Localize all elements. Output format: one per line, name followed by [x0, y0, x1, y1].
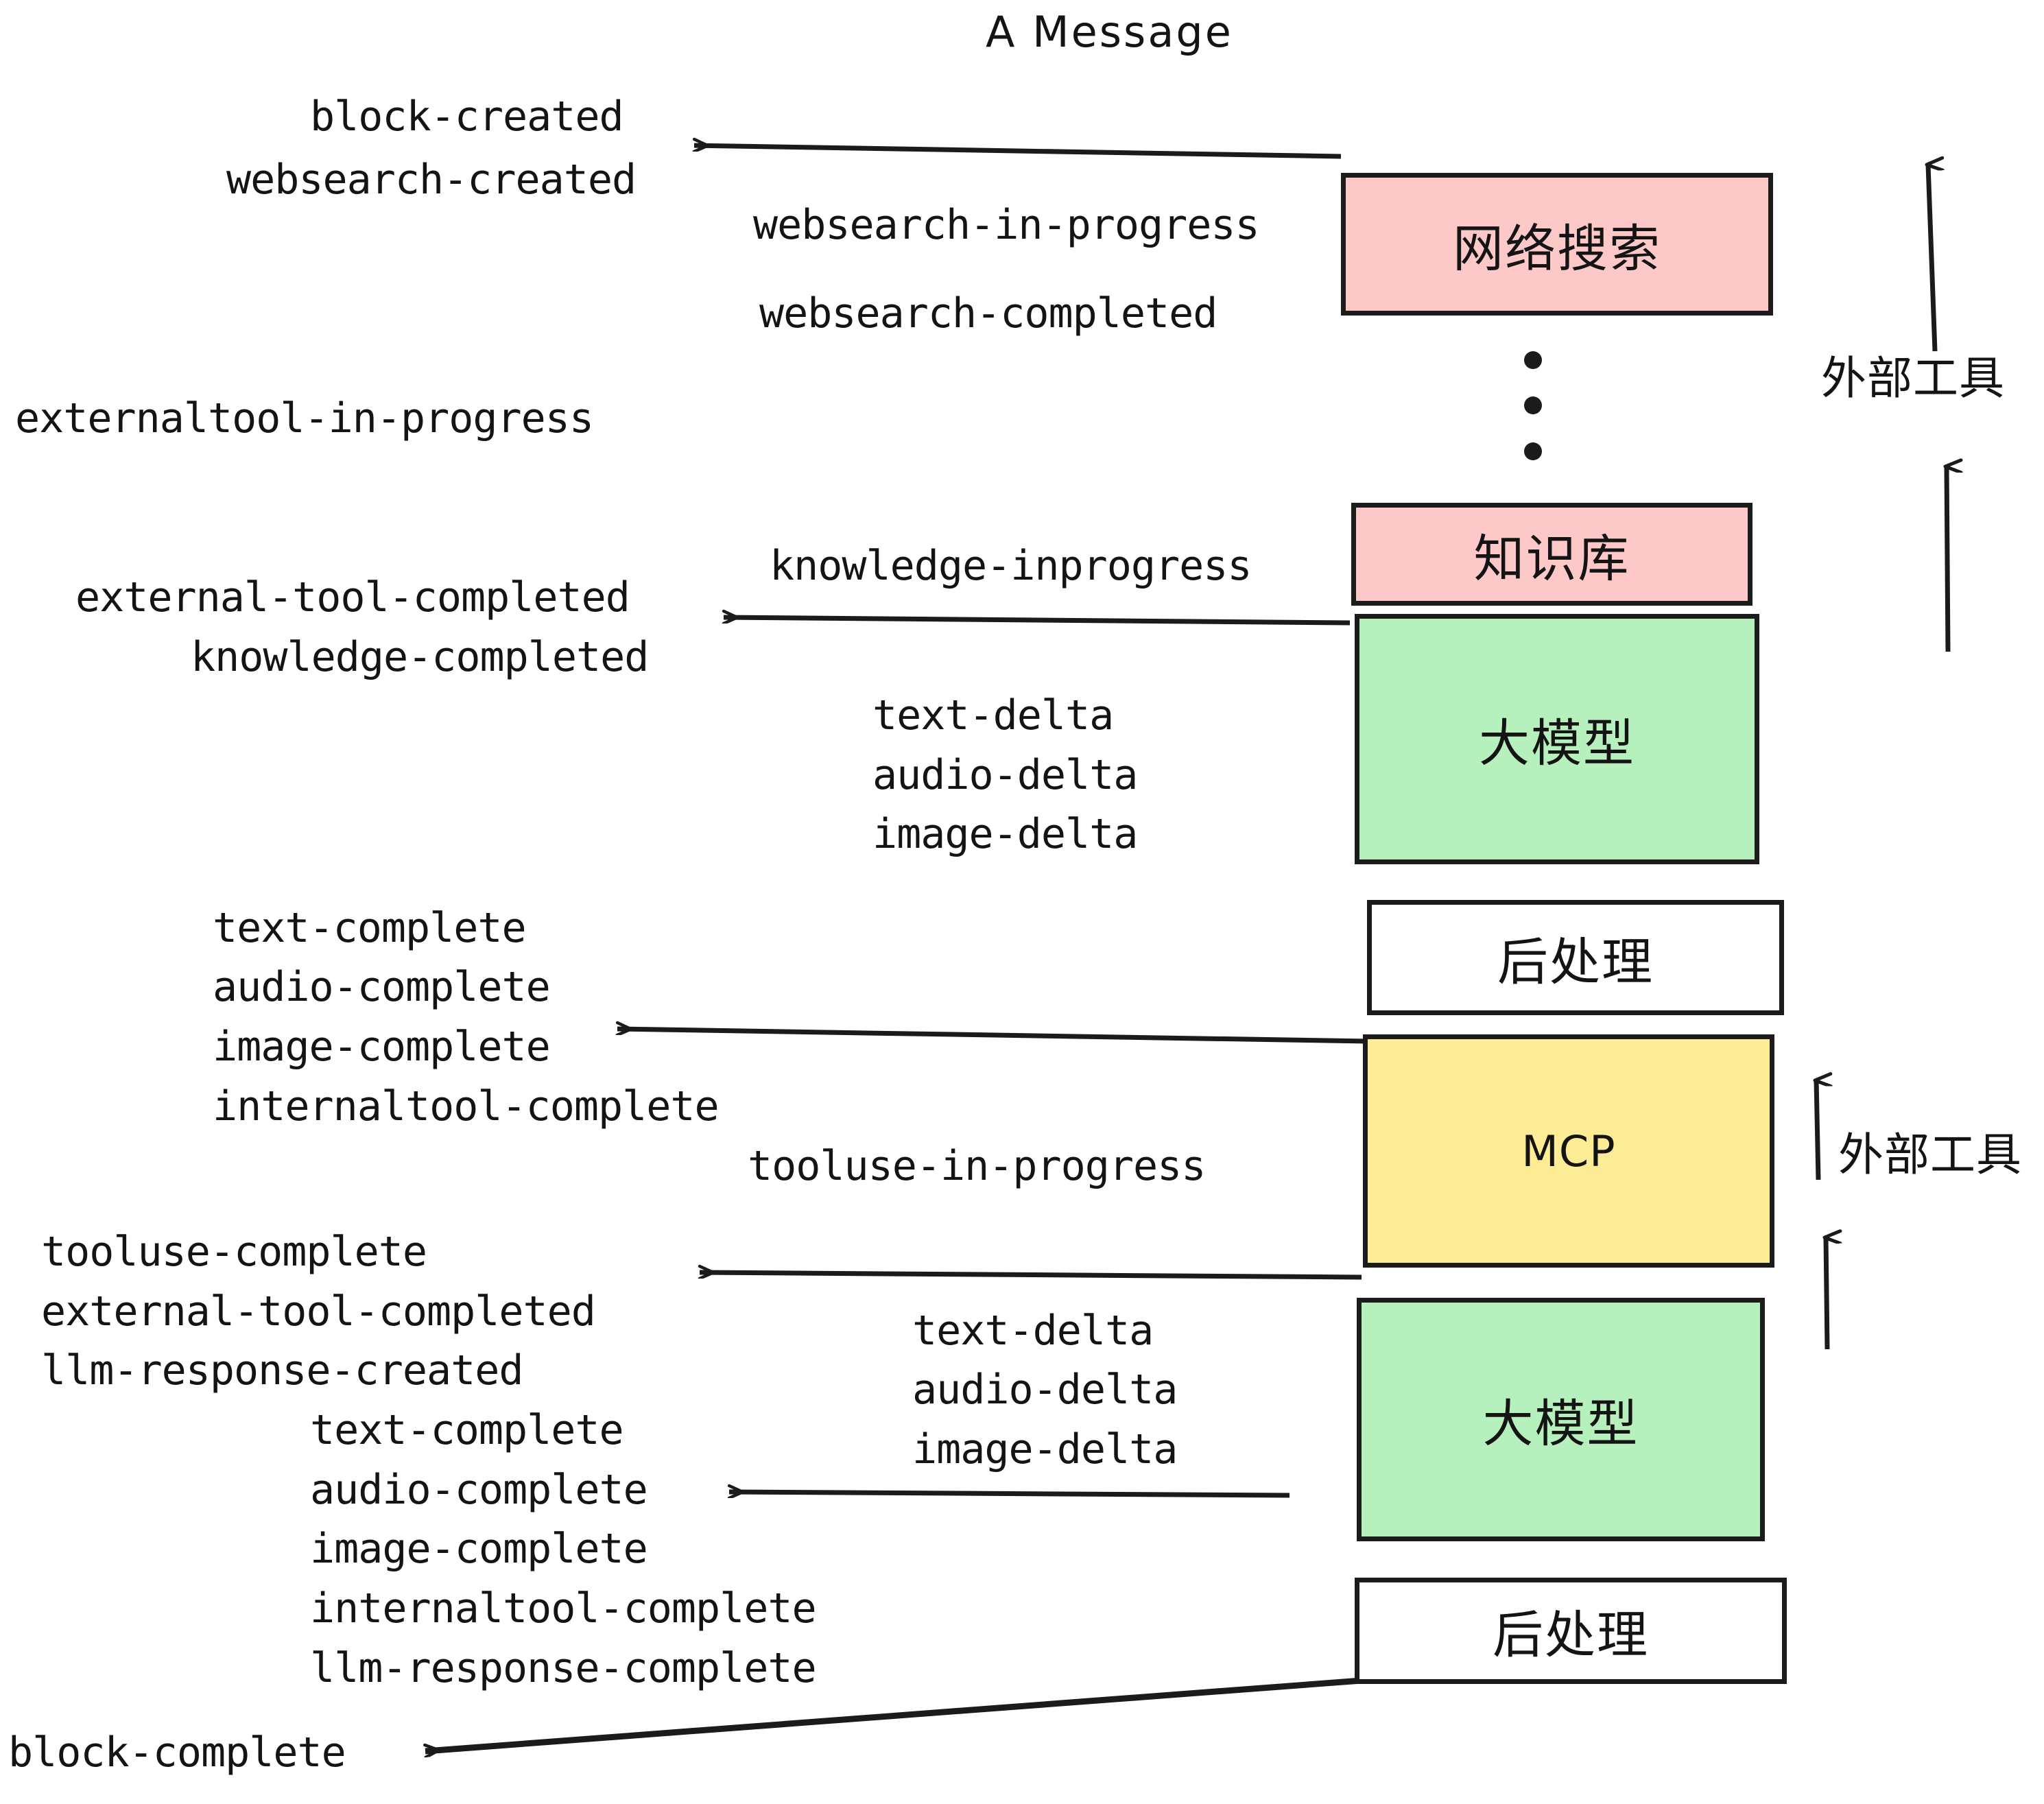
event-text-complete-2: text-complete — [310, 1406, 624, 1454]
event-image-delta-2: image-delta — [912, 1425, 1178, 1473]
node-knowledge[interactable]: 知识库 — [1351, 503, 1752, 606]
event-audio-complete-1: audio-complete — [213, 963, 551, 1011]
arrow-external-tools-top-up — [1928, 165, 1935, 352]
arrow-image-complete — [617, 1029, 1369, 1044]
node-llm-2[interactable]: 大模型 — [1357, 1298, 1765, 1541]
event-tooluse-in-progress: tooluse-in-progress — [748, 1142, 1206, 1190]
event-external-tool-completed-2: external-tool-completed — [41, 1287, 596, 1336]
node-postprocessing-2-label: 后处理 — [1493, 1606, 1649, 1665]
event-llm-response-complete: llm-response-complete — [310, 1644, 817, 1692]
side-label-external-tools-bottom: 外部工具 — [1838, 1128, 2022, 1181]
event-websearch-completed: websearch-completed — [759, 289, 1217, 337]
event-internaltool-complete-1: internaltool-complete — [213, 1082, 720, 1130]
arrow-websearch-created — [694, 145, 1342, 159]
event-image-complete-1: image-complete — [213, 1023, 551, 1071]
event-text-delta-1: text-delta — [872, 691, 1114, 739]
arrow-audio-complete — [729, 1492, 1290, 1495]
event-knowledge-inprogress: knowledge-inprogress — [770, 542, 1252, 590]
ellipsis-dot-1 — [1524, 351, 1542, 369]
event-block-complete: block-complete — [8, 1729, 346, 1777]
event-audio-delta-2: audio-delta — [912, 1366, 1178, 1414]
event-image-delta-1: image-delta — [872, 810, 1138, 858]
event-tooluse-complete: tooluse-complete — [41, 1228, 427, 1276]
node-postprocessing-2[interactable]: 后处理 — [1355, 1578, 1787, 1684]
event-llm-response-created: llm-response-created — [41, 1346, 523, 1394]
arrow-external-tools-bottom-down — [1826, 1237, 1827, 1350]
event-externaltool-in-progress: externaltool-in-progress — [15, 394, 594, 442]
arrow-knowledge-completed — [724, 617, 1351, 626]
event-image-complete-2: image-complete — [310, 1525, 648, 1573]
event-knowledge-completed: knowledge-completed — [191, 633, 649, 681]
ellipsis-dot-3 — [1524, 442, 1542, 460]
node-mcp-label: MCP — [1521, 1126, 1616, 1176]
arrow-tooluse-complete — [700, 1272, 1362, 1280]
node-postprocessing-1[interactable]: 后处理 — [1367, 900, 1784, 1015]
event-internaltool-complete-2: internaltool-complete — [310, 1585, 817, 1633]
event-audio-complete-2: audio-complete — [310, 1466, 648, 1514]
node-llm-2-label: 大模型 — [1482, 1394, 1639, 1453]
arrow-external-tools-bottom-up — [1816, 1080, 1818, 1180]
side-label-external-tools-top: 外部工具 — [1821, 352, 2005, 405]
node-websearch-label: 网络搜索 — [1453, 219, 1661, 278]
event-external-tool-completed-1: external-tool-completed — [75, 573, 630, 621]
node-mcp[interactable]: MCP — [1363, 1034, 1774, 1268]
event-websearch-in-progress: websearch-in-progress — [753, 201, 1260, 249]
event-text-complete-1: text-complete — [213, 904, 527, 952]
event-text-delta-2: text-delta — [912, 1307, 1154, 1355]
node-websearch[interactable]: 网络搜索 — [1341, 173, 1773, 316]
event-audio-delta-1: audio-delta — [872, 751, 1138, 799]
node-llm-1[interactable]: 大模型 — [1355, 614, 1759, 864]
arrow-external-tools-top-down — [1947, 466, 1948, 652]
node-llm-1-label: 大模型 — [1479, 714, 1635, 773]
node-knowledge-label: 知识库 — [1473, 529, 1630, 589]
ellipsis-dot-2 — [1524, 396, 1542, 414]
event-websearch-created: websearch-created — [226, 156, 637, 204]
node-postprocessing-1-label: 后处理 — [1497, 932, 1654, 992]
page-title: A Message — [986, 7, 1233, 57]
event-block-created: block-created — [310, 93, 624, 141]
